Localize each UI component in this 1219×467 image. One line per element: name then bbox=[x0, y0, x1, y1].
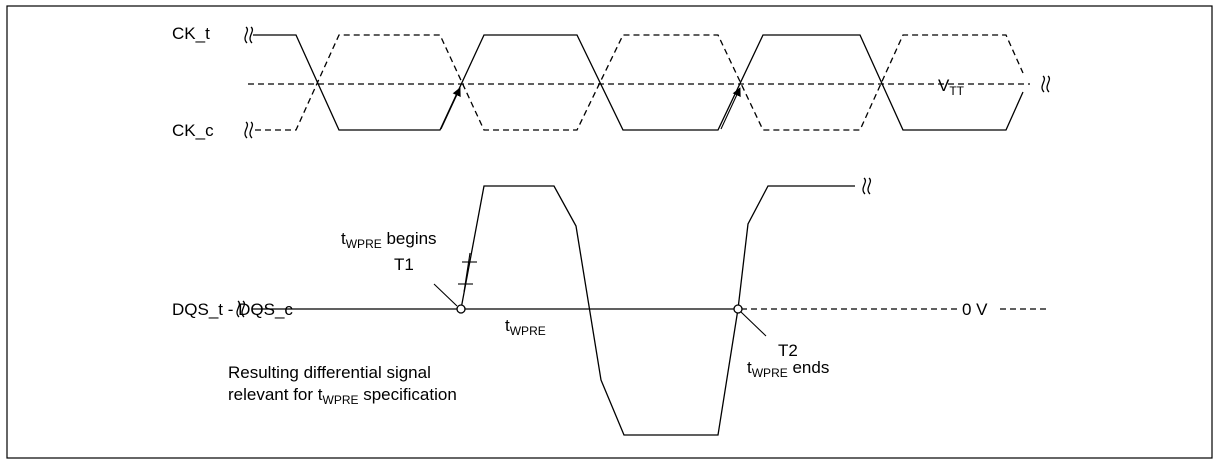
ck-t-break-icon bbox=[244, 26, 254, 44]
zero-v-label: 0 V bbox=[962, 300, 988, 319]
twpre-label: tWPRE bbox=[505, 316, 546, 338]
twpre-begins-label: tWPRE begins bbox=[341, 229, 437, 251]
note-line-2: relevant for tWPRE specification bbox=[228, 385, 457, 407]
ck-c-break-icon bbox=[244, 121, 254, 139]
t1-label: T1 bbox=[394, 255, 414, 274]
t1-marker bbox=[456, 304, 466, 314]
t1-leader-line bbox=[433, 283, 458, 307]
t2-label: T2 bbox=[778, 341, 798, 360]
tick-mark-vertical bbox=[463, 252, 471, 293]
vtt-label: VTT bbox=[938, 76, 965, 98]
t2-marker bbox=[733, 304, 743, 314]
ck-t-waveform bbox=[253, 34, 1024, 131]
vtt-break-icon bbox=[1041, 75, 1051, 93]
dqs-end-break-icon bbox=[862, 177, 872, 195]
ck-c-waveform bbox=[255, 34, 1024, 131]
twpre-ends-label: tWPRE ends bbox=[747, 358, 829, 380]
crossing-arrow-1 bbox=[440, 87, 461, 130]
t2-leader-line bbox=[740, 311, 767, 337]
ck-t-label: CK_t bbox=[172, 24, 210, 43]
figure-border bbox=[6, 5, 1213, 459]
ck-c-label: CK_c bbox=[172, 121, 214, 140]
crossing-arrow-2 bbox=[720, 87, 741, 130]
dqs-label: DQS_t - DQS_c bbox=[172, 300, 293, 319]
dqs-differential-waveform bbox=[460, 185, 855, 436]
note-line-1: Resulting differential signal bbox=[228, 363, 431, 382]
